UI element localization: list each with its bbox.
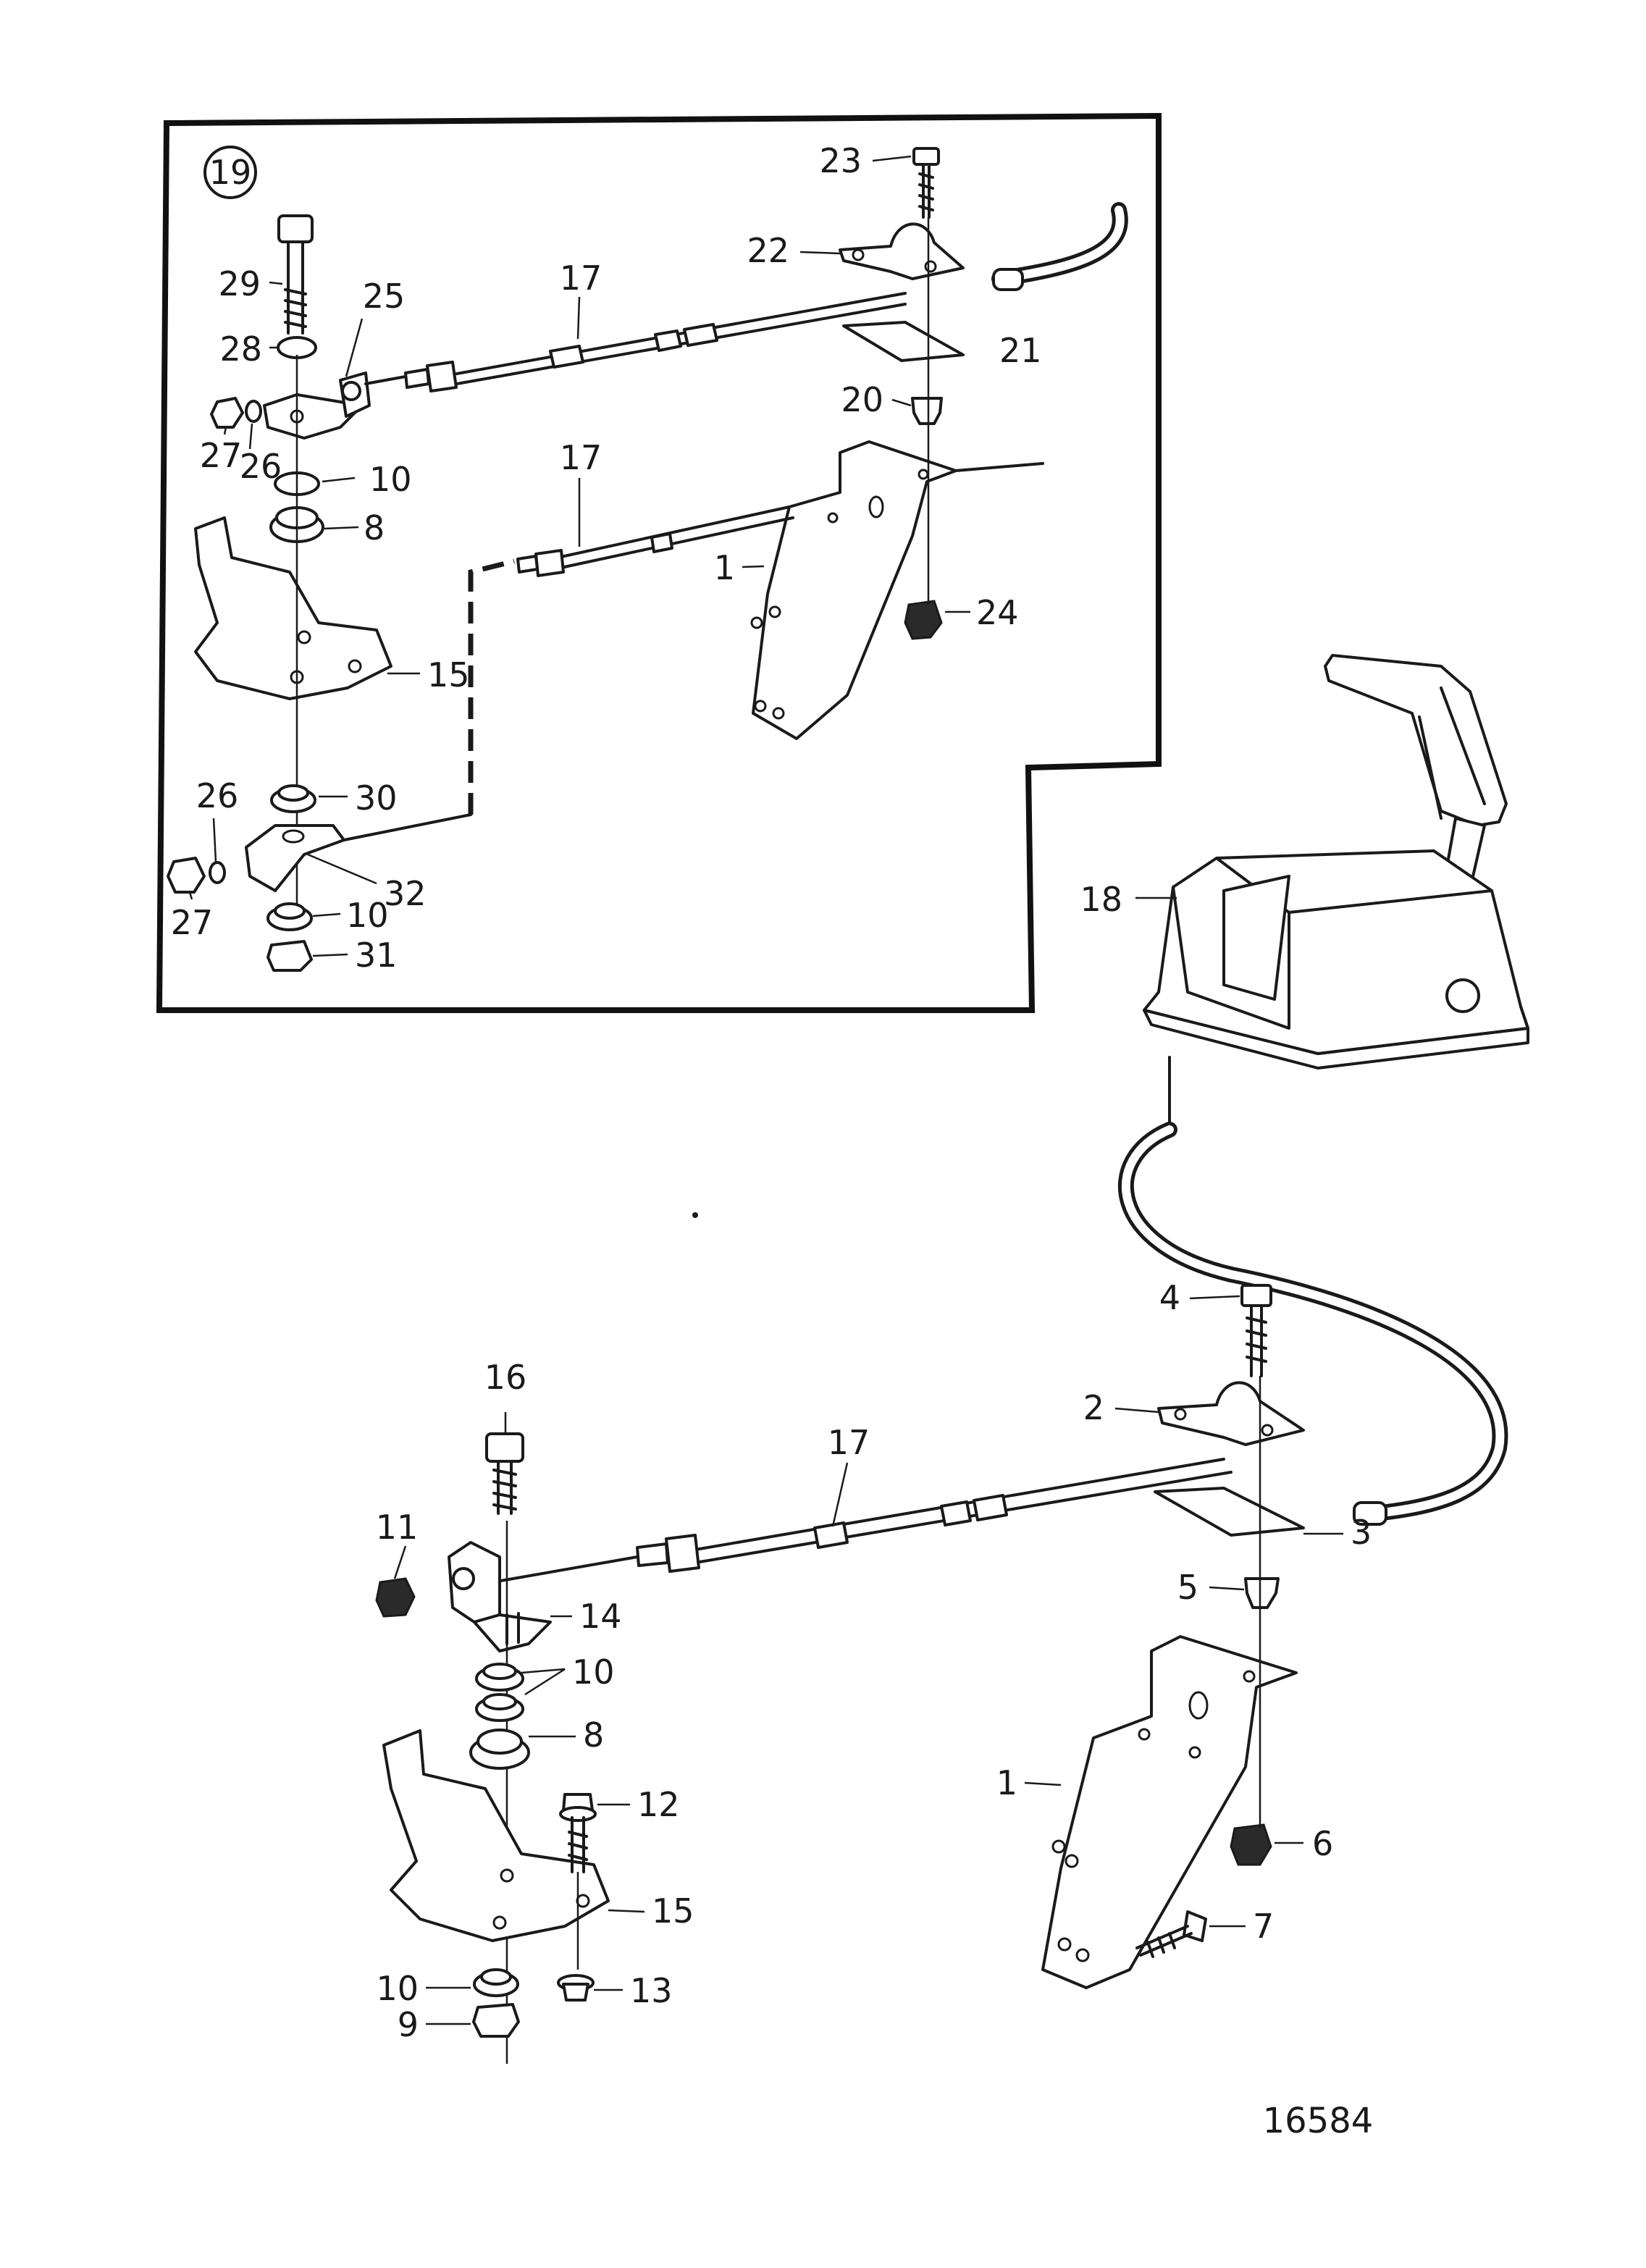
callout-31: 31 xyxy=(355,936,398,975)
callout-14: 14 xyxy=(579,1597,622,1636)
callout-18: 18 xyxy=(1080,880,1122,919)
callout-12: 12 xyxy=(637,1785,680,1824)
callout-11: 11 xyxy=(376,1508,419,1547)
plate-3 xyxy=(1154,1487,1305,1537)
bolt-12 xyxy=(559,1793,597,1873)
leader-lines xyxy=(188,155,1343,2025)
callout-2: 2 xyxy=(1083,1388,1104,1427)
callout-17-inset-upper: 17 xyxy=(560,259,602,298)
callout-10-main: 10 xyxy=(572,1652,615,1692)
drawing-number: 16584 xyxy=(1263,2101,1374,2141)
nut-13 xyxy=(557,1974,595,2002)
callout-15-inset: 15 xyxy=(427,655,470,694)
callout-17-main: 17 xyxy=(828,1423,870,1462)
callout-4: 4 xyxy=(1159,1278,1180,1317)
control-lever-18 xyxy=(1143,654,1529,1131)
callout-7: 7 xyxy=(1253,1907,1274,1946)
inset-spacer-20 xyxy=(911,397,943,425)
callout-10-inset-upper: 10 xyxy=(369,460,412,499)
inset-bracket-15 xyxy=(194,516,392,700)
inset-lower-cable xyxy=(516,505,794,577)
inset-frame xyxy=(156,112,1162,1013)
inset-bolt-29 xyxy=(277,214,314,335)
callout-27-inset-upper: 27 xyxy=(200,436,243,475)
bolt-16 xyxy=(485,1432,524,1515)
callout-6: 6 xyxy=(1312,1824,1333,1863)
grommet-8 xyxy=(469,1729,530,1770)
main-cable xyxy=(491,1122,1508,1584)
inset-bracket-1 xyxy=(750,440,1044,740)
inset-dashed-routing xyxy=(468,558,515,815)
washers-10 xyxy=(475,1663,524,1722)
inset-bracket-32 xyxy=(245,813,472,892)
spacer-5 xyxy=(1244,1577,1280,1609)
bracket-1 xyxy=(1041,1635,1298,1989)
callout-5: 5 xyxy=(1177,1568,1198,1607)
callout-29: 29 xyxy=(218,264,261,303)
callout-20: 20 xyxy=(841,380,883,419)
inset-washer-10b xyxy=(266,902,313,931)
inset-nut-31 xyxy=(266,940,313,972)
callout-16: 16 xyxy=(484,1358,527,1397)
inset-badge: 19 xyxy=(203,146,257,199)
inset-nut-27 xyxy=(210,397,244,429)
nut-9 xyxy=(472,2003,520,2038)
inset-nut-27b xyxy=(167,857,206,894)
callout-8-main: 8 xyxy=(583,1715,604,1755)
callout-23: 23 xyxy=(819,141,862,180)
callout-27-inset-lower: 27 xyxy=(171,903,214,942)
inset-bolt-23 xyxy=(912,147,940,219)
callout-8-inset: 8 xyxy=(364,508,385,547)
bracket-15 xyxy=(382,1729,610,1942)
callout-30: 30 xyxy=(355,778,398,818)
callout-17-inset-lower: 17 xyxy=(560,438,602,477)
inset-washer-26b xyxy=(209,861,226,884)
callout-13: 13 xyxy=(630,1971,673,2010)
callout-15-main: 15 xyxy=(652,1891,694,1931)
callout-22: 22 xyxy=(747,231,789,270)
bolt-7 xyxy=(1135,1910,1207,1958)
callout-28: 28 xyxy=(219,329,262,369)
callout-26-inset-lower: 26 xyxy=(196,776,239,815)
nut-6 xyxy=(1230,1823,1272,1866)
nut-11 xyxy=(375,1577,416,1618)
inset-badge-label: 19 xyxy=(209,153,252,192)
inset-plate-21 xyxy=(842,321,965,362)
inset-bracket-25 xyxy=(263,371,407,440)
callout-9: 9 xyxy=(398,2005,419,2044)
clamp-2 xyxy=(1157,1381,1305,1446)
callout-24: 24 xyxy=(976,593,1019,632)
callout-labels: 23 22 17 21 29 25 28 20 27 26 10 17 8 1 … xyxy=(171,141,1372,2044)
bracket-14 xyxy=(448,1541,552,1652)
inset-nut-24 xyxy=(904,600,943,640)
inset-washer-26 xyxy=(245,400,262,423)
callout-26-inset-upper: 26 xyxy=(240,447,282,486)
callout-32: 32 xyxy=(384,874,427,913)
callout-10-inset-lower: 10 xyxy=(346,896,389,935)
washer-10-low xyxy=(473,1968,519,1997)
callout-21: 21 xyxy=(999,331,1042,370)
bolt-4 xyxy=(1240,1284,1272,1377)
callout-1-main: 1 xyxy=(996,1763,1017,1802)
inset-clamp-22 xyxy=(839,222,965,280)
callout-3: 3 xyxy=(1351,1513,1372,1552)
callout-10-low: 10 xyxy=(376,1969,419,2008)
inset-washer-28 xyxy=(277,336,317,359)
callout-1-inset: 1 xyxy=(714,548,735,587)
inset-spacer-30 xyxy=(270,784,316,813)
callout-25: 25 xyxy=(363,277,406,316)
inset-upper-cable xyxy=(404,202,1128,392)
